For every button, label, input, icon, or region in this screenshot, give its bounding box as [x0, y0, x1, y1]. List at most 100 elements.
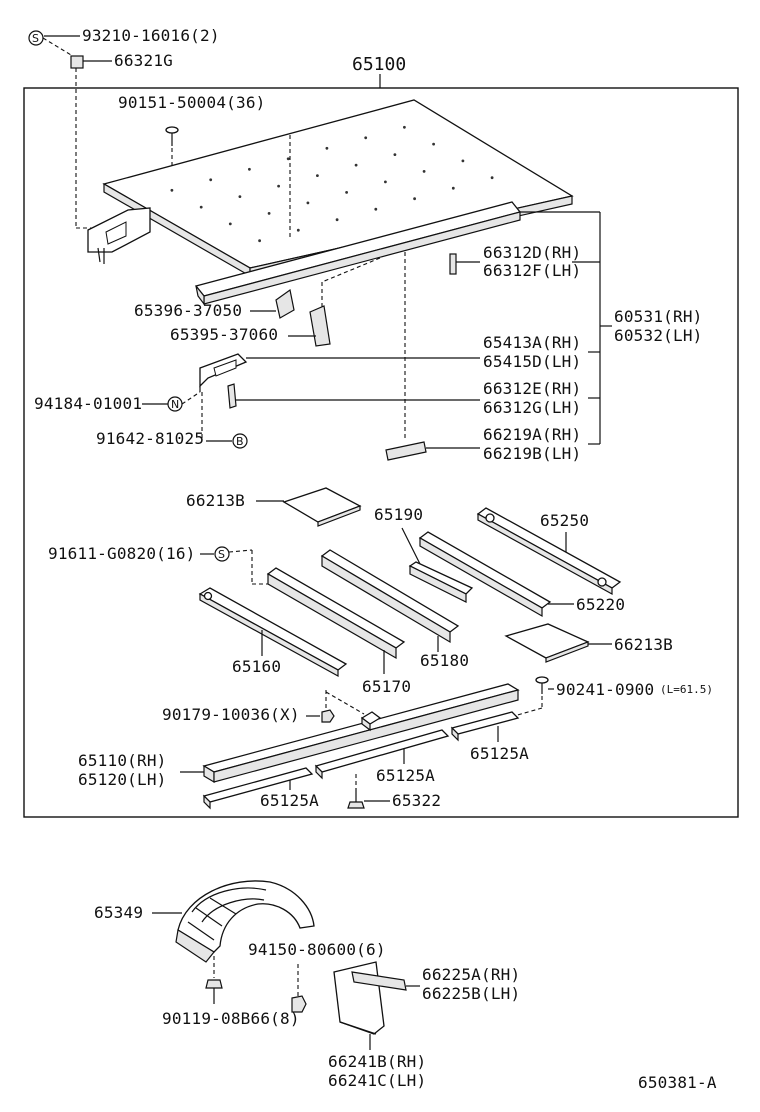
assembly-frame — [23, 87, 739, 818]
bracket-66225a — [351, 971, 407, 991]
block-65110-small — [360, 711, 382, 732]
label-90119-08b66: 90119-08B66(8) — [162, 1009, 300, 1028]
symbol-b-text: B — [236, 435, 244, 448]
label-90151-50004: 90151-50004(36) — [118, 93, 266, 112]
deck-hole — [296, 228, 300, 232]
deck-hole — [451, 186, 455, 190]
label-65180: 65180 — [420, 651, 469, 670]
label-65160: 65160 — [232, 657, 281, 676]
fender-65349 — [175, 880, 315, 963]
gusset-65395 — [309, 305, 331, 347]
deck-hole — [228, 222, 232, 226]
label-91642-81025: 91642-81025 — [96, 429, 204, 448]
label-65110: 65110(RH) — [78, 751, 167, 770]
deck-hole — [354, 163, 358, 167]
deck-hole — [403, 125, 406, 129]
deck-hole — [267, 212, 271, 215]
label-65120: 65120(LH) — [78, 770, 167, 789]
label-66213b-upper: 66213B — [186, 491, 245, 510]
deck-hole — [258, 239, 261, 243]
deck-hole — [286, 157, 290, 161]
label-65100: 65100 — [352, 54, 406, 75]
label-66321g: 66321G — [114, 51, 173, 70]
deck-hole — [199, 205, 203, 209]
label-90241-0900: 90241-0900 — [556, 680, 654, 699]
deck-hole — [238, 195, 242, 199]
label-60531: 60531(RH) — [614, 307, 703, 326]
pin-66312e — [227, 383, 237, 409]
deck-hole — [209, 178, 213, 182]
symbol-s-marker-2 — [214, 546, 230, 562]
pin-66312d — [449, 253, 457, 275]
label-66312d: 66312D(RH) — [483, 243, 581, 262]
deck-hole — [306, 201, 310, 205]
label-65322: 65322 — [392, 791, 441, 810]
label-65413a: 65413A(RH) — [483, 333, 581, 352]
member-65170 — [266, 567, 406, 660]
label-66225b: 66225B(LH) — [422, 984, 520, 1003]
deck-holes — [170, 125, 494, 243]
label-60532: 60532(LH) — [614, 326, 703, 345]
label-66241c: 66241C(LH) — [328, 1071, 426, 1090]
member-65180 — [320, 549, 460, 644]
strip-65125a-left — [202, 767, 314, 810]
deck-hole — [316, 174, 319, 178]
deck-hole — [490, 176, 494, 180]
deck-hole — [364, 136, 368, 140]
deck-hole — [413, 197, 416, 201]
clip-66321g — [70, 55, 84, 69]
pad-66213b-upper — [282, 487, 362, 527]
side-rail-60531 — [194, 201, 522, 306]
bolt-90241 — [535, 676, 549, 694]
label-66312f: 66312F(LH) — [483, 261, 581, 280]
label-90241-length-note: (L=61.5) — [660, 683, 713, 696]
label-91611-g0820: 91611-G0820(16) — [48, 544, 196, 563]
member-65190 — [408, 561, 474, 603]
gusset-65396 — [275, 288, 295, 319]
label-65170: 65170 — [362, 677, 411, 696]
label-65396-37050: 65396-37050 — [134, 301, 242, 320]
deck-hole — [374, 207, 378, 211]
label-65125a-middle: 65125A — [376, 766, 435, 785]
label-94150-80600: 94150-80600(6) — [248, 940, 386, 959]
label-66225a: 66225A(RH) — [422, 965, 520, 984]
label-94184-01001: 94184-01001 — [34, 394, 142, 413]
label-65125a-right: 65125A — [470, 744, 529, 763]
strip-65125a-middle — [314, 729, 450, 780]
symbol-s-text-2: S — [218, 548, 225, 561]
bolt-90119 — [205, 979, 223, 1004]
label-66312e: 66312E(RH) — [483, 379, 581, 398]
deck-hole — [277, 184, 280, 188]
label-65125a-left: 65125A — [260, 791, 319, 810]
bracket-left — [87, 207, 151, 264]
label-66213b-lower: 66213B — [614, 635, 673, 654]
deck-hole — [345, 191, 348, 194]
deck-hole — [393, 153, 397, 157]
pad-66213b-lower — [504, 623, 590, 663]
hinge-65413a — [199, 353, 248, 392]
deck-hole — [461, 159, 465, 163]
label-66241b: 66241B(RH) — [328, 1052, 426, 1071]
label-93210-16016: 93210-16016(2) — [82, 26, 220, 45]
label-65415d: 65415D(LH) — [483, 352, 581, 371]
member-65220 — [418, 531, 552, 618]
deck-hole — [384, 180, 387, 184]
member-65160 — [198, 587, 348, 678]
diagram-reference-number: 650381-A — [638, 1073, 717, 1092]
nut-94150 — [291, 995, 307, 1013]
sill-65110 — [202, 683, 520, 784]
deck-hole — [170, 188, 174, 192]
label-65395-37060: 65395-37060 — [170, 325, 278, 344]
member-65250 — [476, 507, 622, 596]
bolt-65322 — [347, 788, 365, 809]
symbol-n-text: N — [171, 398, 179, 411]
label-66219a: 66219A(RH) — [483, 425, 581, 444]
block-66219a — [385, 441, 427, 461]
symbol-s-text: S — [32, 32, 39, 45]
deck-hole — [422, 170, 426, 173]
label-90179-10036: 90179-10036(X) — [162, 705, 300, 724]
deck-hole — [335, 218, 339, 222]
label-66312g: 66312G(LH) — [483, 398, 581, 417]
label-65250: 65250 — [540, 511, 589, 530]
